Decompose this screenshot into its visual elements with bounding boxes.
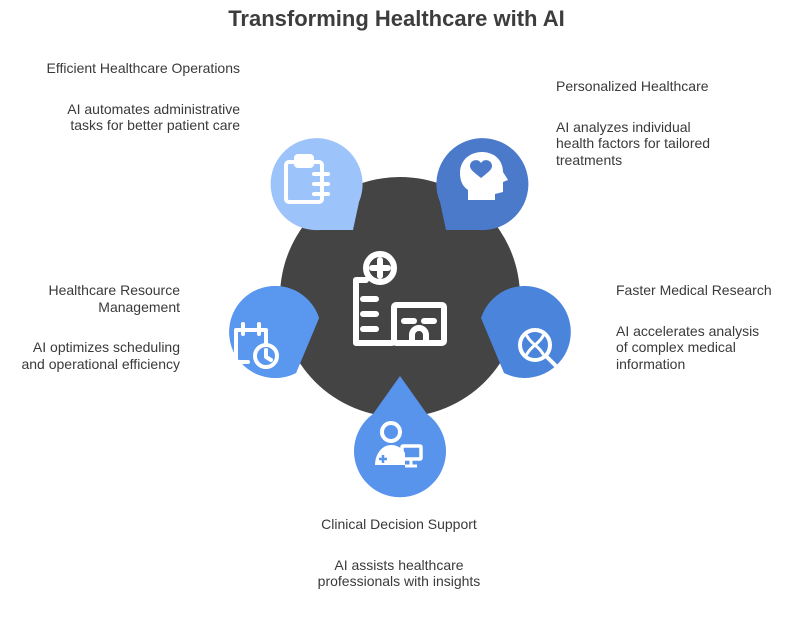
operations-description: AI automates administrative tasks for be… [67,100,240,134]
doctor-computer-icon [375,421,423,468]
clinical-heading: Clinical Decision Support [321,516,477,532]
operations-heading: Efficient Healthcare Operations [46,60,240,76]
hospital-icon [353,251,447,346]
dna-search-icon [518,328,561,371]
page-title: Transforming Healthcare with AI [228,6,565,31]
center-circle [280,177,520,417]
resource-text: Healthcare Resource Management AI optimi… [20,282,180,372]
resource-heading: Healthcare Resource Management [48,282,180,315]
personalized-description: AI analyzes individual health factors fo… [556,118,711,168]
personalized-text: Personalized Healthcare AI analyzes indi… [556,78,716,168]
personalized-heading: Personalized Healthcare [556,78,709,94]
calendar-clock-icon [234,322,279,369]
resource-description: AI optimizes scheduling and operational … [21,339,180,372]
clinical-text: Clinical Decision Support AI assists hea… [316,516,482,590]
clinical-description: AI assists healthcare professionals with… [317,556,481,590]
operations-text: Efficient Healthcare Operations AI autom… [40,60,240,134]
research-heading: Faster Medical Research [616,282,772,298]
head-heart-icon [460,152,508,200]
research-description: AI accelerates analysis of complex medic… [616,322,760,372]
research-text: Faster Medical Research AI accelerates a… [616,282,774,372]
clipboard-icon [284,154,330,204]
